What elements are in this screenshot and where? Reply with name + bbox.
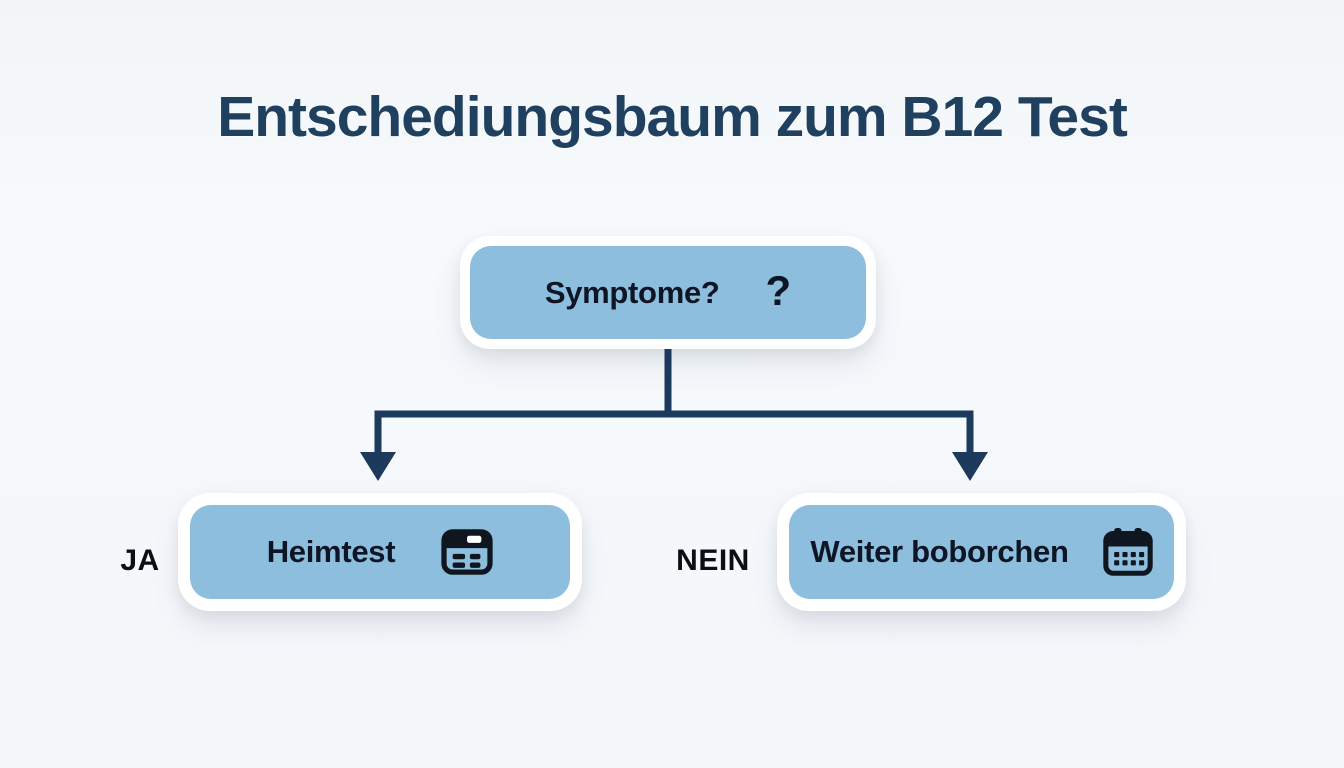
branch-label-nein: NEIN [676,544,750,577]
node-root-inner: Symptome? ? [470,246,866,339]
node-root-symptome: Symptome? ? [460,236,876,349]
arrowhead-left [360,452,396,481]
arrowhead-right [952,452,988,481]
test-card-icon [441,529,493,575]
node-heimtest: Heimtest [178,493,582,611]
page-title: Entschediungsbaum zum B12 Test [217,85,1128,149]
calendar-icon [1102,528,1153,576]
branch-label-ja: JA [120,544,160,577]
node-heimtest-inner: Heimtest [190,505,570,599]
node-heimtest-label: Heimtest [266,534,396,569]
node-weiter-boborchen: Weiter boborchen [777,493,1186,611]
node-weiter-boborchen-inner: Weiter boborchen [789,505,1174,599]
node-weiter-boborchen-label: Weiter boborchen [810,534,1069,569]
node-root-label: Symptome? [544,274,720,310]
question-mark-icon: ? [765,266,792,314]
